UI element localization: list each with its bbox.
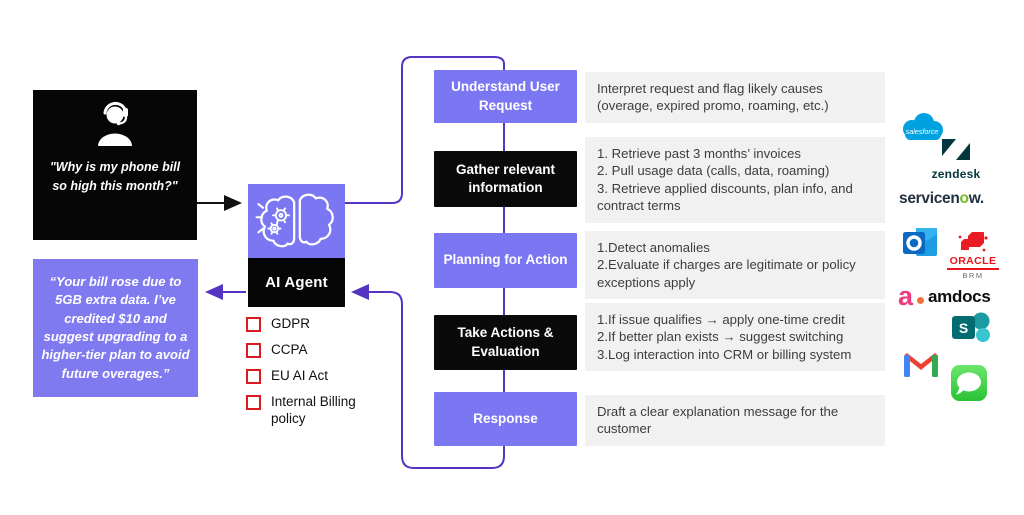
oracle-brm-logo: ORACLE BRM bbox=[944, 230, 1002, 280]
customer-query-card: "Why is my phone bill so high this month… bbox=[33, 90, 197, 240]
salesforce-cloud-icon: salesforce bbox=[903, 113, 943, 140]
checklist-label: GDPR bbox=[271, 316, 311, 331]
checklist-item-gdpr: GDPR bbox=[246, 316, 381, 333]
headset-person-icon bbox=[98, 101, 132, 146]
step-description-actions: 1.If issue qualifies → apply one-time cr… bbox=[585, 303, 885, 372]
servicenow-wordmark: servicen bbox=[899, 190, 960, 207]
checkbox-icon bbox=[246, 394, 261, 410]
step-planning-for-action: Planning for Action bbox=[434, 233, 577, 288]
amdocs-wordmark: amdocs bbox=[928, 286, 991, 306]
ai-agent-node: AI Agent bbox=[248, 184, 345, 307]
agent-reply-card: “Your bill rose due to 5GB extra data. I… bbox=[33, 259, 198, 397]
servicenow-o: o bbox=[959, 190, 969, 207]
messages-logo bbox=[950, 364, 988, 407]
salesforce-logo: salesforce bbox=[897, 110, 947, 153]
step-description-planning: 1.Detect anomalies 2.Evaluate if charges… bbox=[585, 231, 885, 300]
compliance-checklist: GDPR CCPA EU AI Act Internal Billing pol… bbox=[246, 316, 381, 427]
step-take-actions-evaluation: Take Actions & Evaluation bbox=[434, 315, 577, 370]
checkbox-icon bbox=[246, 368, 261, 384]
zendesk-logo: zendesk bbox=[928, 138, 984, 181]
oracle-brm-icon bbox=[958, 232, 988, 252]
step-label: Planning for Action bbox=[443, 252, 568, 268]
gmail-icon bbox=[904, 353, 938, 377]
salesforce-wordmark: salesforce bbox=[906, 127, 939, 136]
checklist-label: CCPA bbox=[271, 341, 308, 357]
checklist-item-internal-billing-policy: Internal Billing policy bbox=[246, 394, 381, 428]
sharepoint-logo: S bbox=[952, 311, 994, 350]
amdocs-a-icon: a bbox=[898, 281, 914, 311]
step-understand-user-request: Understand User Request bbox=[434, 70, 577, 123]
ai-agent-label: AI Agent bbox=[248, 258, 345, 307]
oracle-wordmark: ORACLE bbox=[949, 255, 997, 267]
step-description-response: Draft a clear explanation message for th… bbox=[585, 395, 885, 446]
servicenow-wordmark-end: w. bbox=[968, 190, 985, 207]
checklist-item-ccpa: CCPA bbox=[246, 342, 381, 359]
amdocs-logo: a amdocs bbox=[898, 281, 991, 311]
step-label: Take Actions & Evaluation bbox=[457, 325, 554, 359]
sharepoint-initial: S bbox=[959, 320, 968, 336]
step-label: Understand User Request bbox=[451, 79, 560, 113]
agent-reply-text: “Your bill rose due to 5GB extra data. I… bbox=[41, 273, 190, 381]
sharepoint-icon: S bbox=[952, 312, 990, 342]
ai-agent-icon-panel bbox=[248, 184, 345, 258]
checklist-label: Internal Billing policy bbox=[271, 393, 356, 426]
checklist-label: EU AI Act bbox=[271, 367, 329, 383]
checkbox-icon bbox=[246, 342, 261, 358]
checkbox-icon bbox=[246, 317, 261, 332]
step-label: Response bbox=[473, 410, 538, 426]
amdocs-dot-icon bbox=[917, 297, 925, 304]
messages-chat-icon bbox=[951, 365, 987, 401]
step-label: Gather relevant information bbox=[455, 161, 556, 195]
outlook-logo bbox=[903, 226, 939, 265]
oracle-brm-sublabel: BRM bbox=[962, 271, 984, 280]
step-description-understand: Interpret request and flag likely causes… bbox=[585, 72, 885, 123]
customer-quote-text: "Why is my phone bill so high this month… bbox=[49, 160, 181, 193]
outlook-icon bbox=[903, 228, 937, 256]
step-response: Response bbox=[434, 392, 577, 446]
step-gather-relevant-information: Gather relevant information bbox=[434, 151, 577, 207]
oracle-underline bbox=[947, 268, 999, 270]
gmail-logo bbox=[904, 350, 938, 382]
checklist-item-eu-ai-act: EU AI Act bbox=[246, 368, 381, 385]
zendesk-wordmark: zendesk bbox=[931, 167, 981, 181]
brain-gears-icon bbox=[254, 193, 334, 248]
zendesk-mark-icon bbox=[942, 139, 970, 160]
servicenow-logo: servicenow. bbox=[899, 190, 984, 208]
step-description-gather: 1. Retrieve past 3 months’ invoices 2. P… bbox=[585, 137, 885, 223]
